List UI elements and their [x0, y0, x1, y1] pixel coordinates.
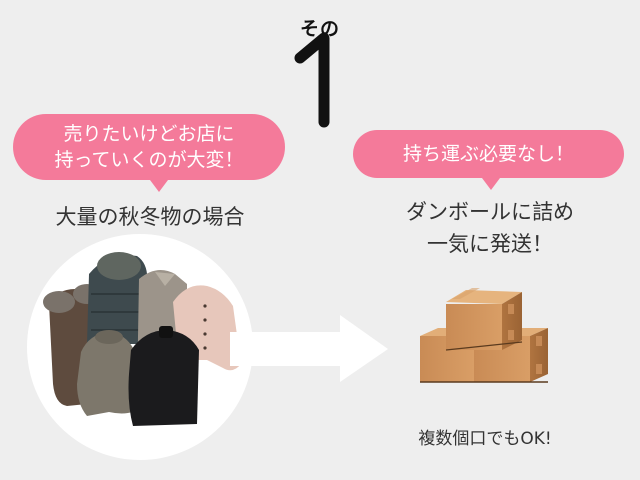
bubble-line-1: 売りたいけどお店に: [63, 123, 235, 145]
solution-speech-bubble: 持ち運ぶ必要なし！: [353, 130, 624, 190]
right-arrow-icon: [230, 314, 390, 388]
step-number: [0, 30, 640, 134]
bubble-line-2: 持っていくのが大変！: [54, 149, 244, 171]
clothes-image: [27, 234, 253, 460]
right-caption-line-1: ダンボールに詰め: [406, 200, 574, 224]
number-one-glyph: [294, 32, 330, 128]
cardboard-boxes-icon: [418, 286, 552, 390]
bubble-tail: [482, 178, 500, 190]
left-caption: 大量の秋冬物の場合: [55, 205, 245, 229]
bubble-tail: [150, 180, 168, 192]
right-caption-line-2: 一気に発送！: [427, 232, 553, 256]
bubble-text: 持ち運ぶ必要なし！: [402, 143, 574, 165]
winter-clothes-illustration: [43, 252, 241, 426]
problem-speech-bubble: 売りたいけどお店に 持っていくのが大変！: [13, 114, 285, 192]
right-caption: ダンボールに詰め 一気に発送！: [350, 196, 630, 260]
step-label: その: [299, 18, 340, 40]
multiple-boxes-ok-note: 複数個口でもOK!: [418, 429, 552, 449]
